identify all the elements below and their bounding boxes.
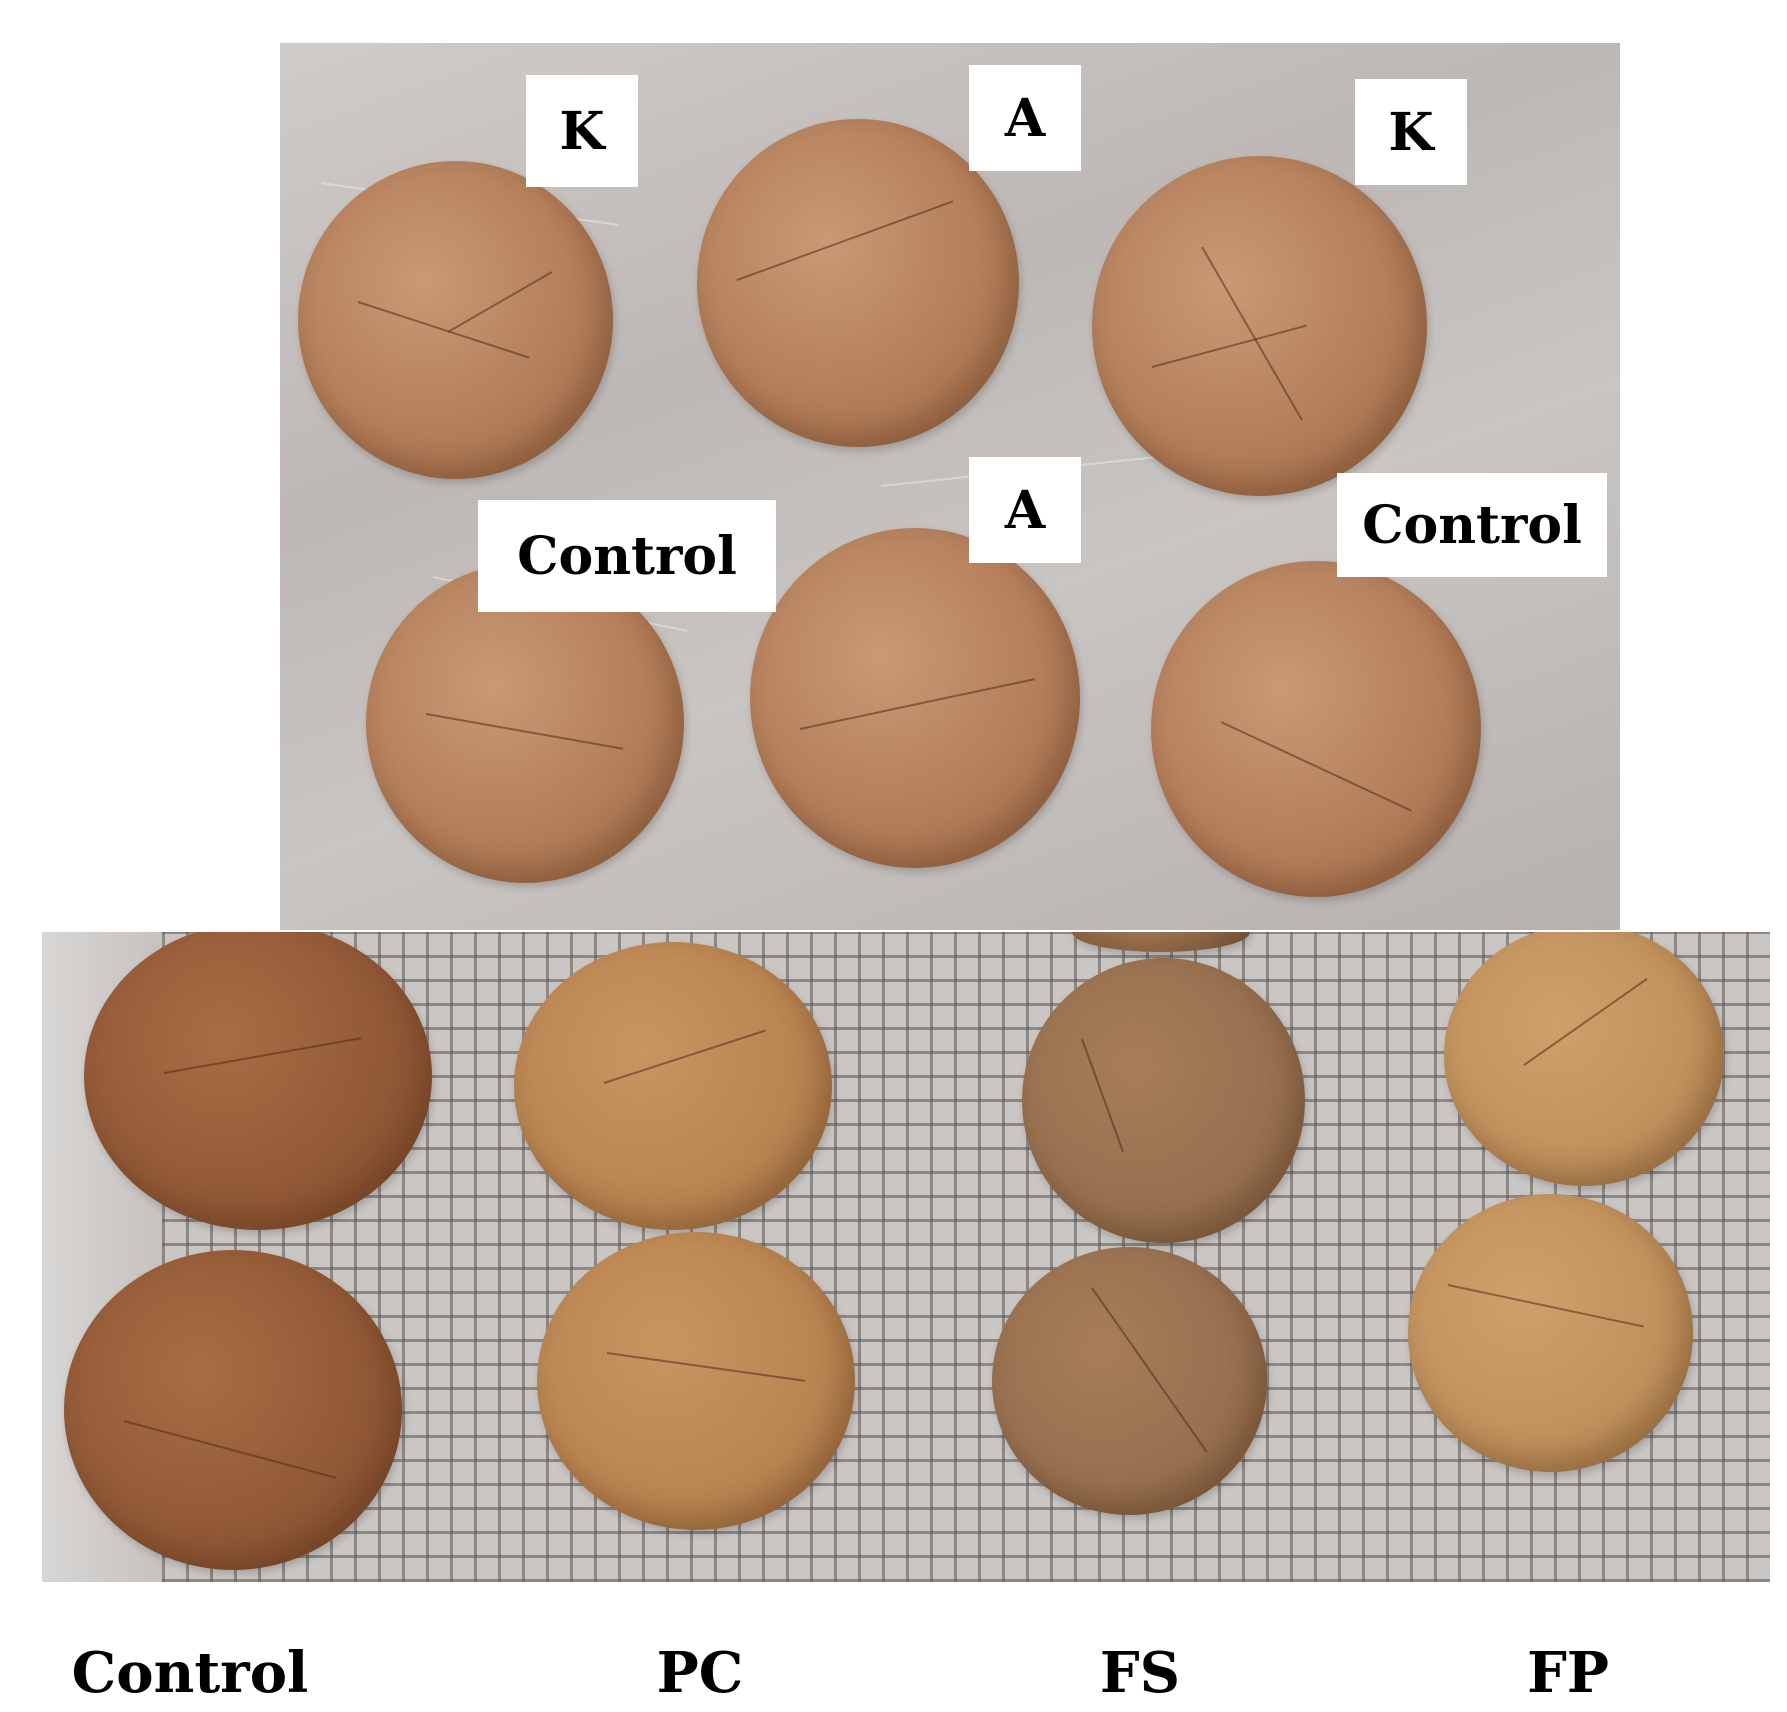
cookie-pc	[514, 942, 832, 1230]
cookie-fs	[1022, 958, 1305, 1243]
cookie	[697, 119, 1019, 447]
cookie-fs	[1072, 932, 1250, 952]
cookie-control	[64, 1250, 402, 1570]
top-tray-photo: K A K Control A Control	[280, 43, 1620, 930]
cookie	[1092, 156, 1427, 496]
cookie-fp	[1444, 932, 1724, 1186]
column-label-control: Control	[71, 1640, 309, 1706]
cookie-control	[84, 932, 432, 1230]
cookie-fp	[1408, 1194, 1693, 1472]
cookie	[298, 161, 613, 479]
sample-label-a: A	[969, 65, 1081, 171]
cookie-fs	[992, 1247, 1267, 1515]
cookie	[750, 528, 1080, 868]
cookie	[1151, 561, 1481, 897]
column-label-fp: FP	[1527, 1640, 1609, 1706]
column-label-fs: FS	[1099, 1640, 1181, 1706]
sample-label-a: A	[969, 457, 1081, 563]
sample-label-control: Control	[478, 500, 776, 612]
sample-label-k: K	[1355, 79, 1467, 185]
cookie	[366, 563, 684, 883]
cookie-pc	[537, 1232, 855, 1530]
cooling-rack-photo	[42, 932, 1770, 1582]
sample-label-k: K	[526, 75, 638, 187]
column-label-pc: PC	[656, 1640, 744, 1706]
sample-label-control: Control	[1337, 473, 1607, 577]
